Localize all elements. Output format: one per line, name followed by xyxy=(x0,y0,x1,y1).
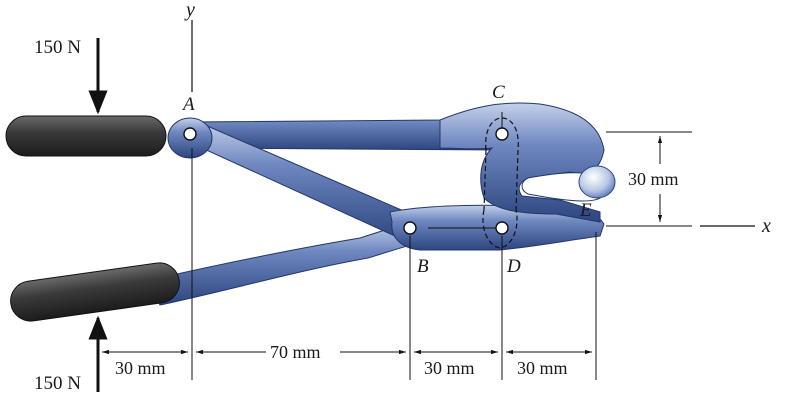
hidden-line-CD-left xyxy=(483,149,487,211)
dim-label-2: 70 mm xyxy=(270,342,321,362)
upper-grip xyxy=(5,115,167,157)
label-B: B xyxy=(417,256,429,277)
force-label-bottom: 150 N xyxy=(34,373,81,394)
label-D: D xyxy=(506,256,521,277)
y-axis-label: y xyxy=(184,0,195,21)
dim-label-jaw: 30 mm xyxy=(628,169,679,189)
lower-grip xyxy=(10,262,180,322)
dim-label-1: 30 mm xyxy=(115,358,166,378)
hidden-outline-C xyxy=(485,117,519,151)
pin-B xyxy=(403,221,417,235)
label-E: E xyxy=(579,200,592,221)
label-C: C xyxy=(492,82,505,103)
lower-handle-arm xyxy=(149,221,421,306)
label-A: A xyxy=(181,94,195,115)
dim-label-4: 30 mm xyxy=(517,358,568,378)
force-label-top: 150 N xyxy=(34,37,81,58)
pin-D xyxy=(495,221,509,235)
dim-label-3: 30 mm xyxy=(424,358,475,378)
pin-C xyxy=(495,127,509,141)
workpiece-rod xyxy=(578,165,616,199)
upper-jaw xyxy=(439,102,605,223)
hidden-line-CD-right xyxy=(515,149,519,211)
pin-A xyxy=(183,127,197,141)
hidden-outline-D xyxy=(482,209,518,249)
x-axis-label: x xyxy=(761,215,771,237)
